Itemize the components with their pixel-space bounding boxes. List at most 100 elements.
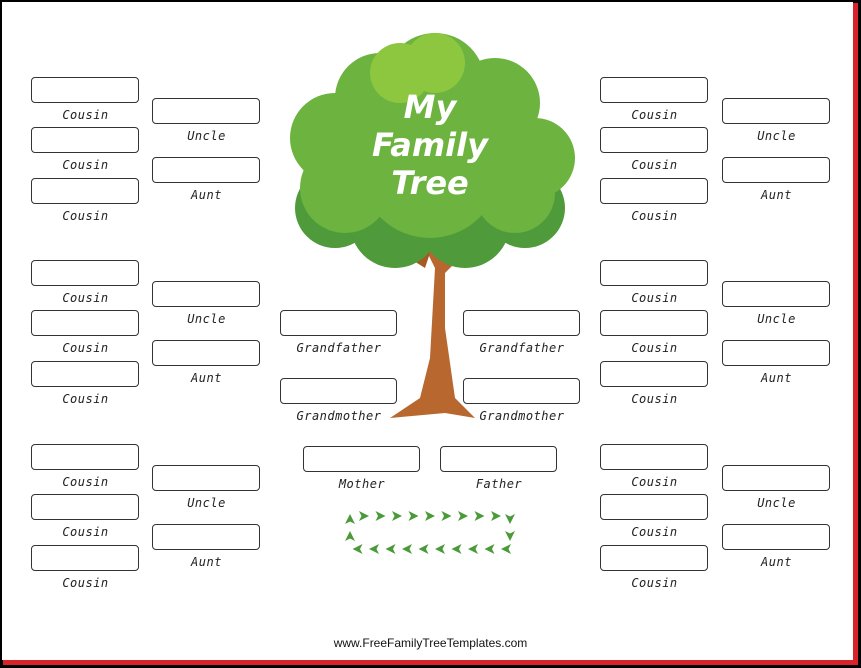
tree-illustration: My Family Tree [290, 33, 575, 418]
cousin-input[interactable] [31, 310, 139, 336]
cousin-input[interactable] [600, 127, 708, 153]
cousin-input[interactable] [31, 77, 139, 103]
cousin-label: Cousin [62, 158, 109, 172]
cousin-input[interactable] [600, 260, 708, 286]
left-grandfather-input[interactable] [280, 310, 397, 336]
cousin-label: Cousin [631, 108, 678, 122]
uncle-label: Uncle [187, 129, 226, 143]
cousin-input[interactable] [600, 444, 708, 470]
right-grandfather-input[interactable] [463, 310, 580, 336]
cousin-input[interactable] [600, 361, 708, 387]
arrow-l-icon [435, 544, 445, 554]
right-grandfather-label: Grandfather [479, 341, 565, 355]
uncle-input[interactable] [722, 98, 830, 124]
cousin-input[interactable] [600, 310, 708, 336]
aunt-label: Aunt [191, 188, 222, 202]
arrow-l-icon [451, 544, 462, 554]
uncle-label: Uncle [757, 496, 796, 510]
arrow-r-icon [441, 511, 452, 521]
mother-input[interactable] [303, 446, 420, 472]
tree-title-line3: Tree [391, 164, 469, 202]
aunt-input[interactable] [152, 157, 260, 183]
arrow-l-icon [501, 544, 511, 554]
left-grandfather-label: Grandfather [296, 341, 382, 355]
cousin-label: Cousin [62, 341, 109, 355]
cousin-label: Cousin [62, 475, 109, 489]
cousin-label: Cousin [62, 108, 109, 122]
cousin-label: Cousin [631, 158, 678, 172]
aunt-label: Aunt [191, 555, 222, 569]
tree-title-line1: My [404, 88, 458, 126]
cousin-label: Cousin [631, 475, 678, 489]
arrow-r-icon [359, 511, 369, 521]
cousin-input[interactable] [600, 494, 708, 520]
arrow-r-icon [375, 511, 386, 521]
arrow-r-icon [425, 511, 435, 521]
uncle-input[interactable] [722, 465, 830, 491]
aunt-input[interactable] [722, 340, 830, 366]
cousin-input[interactable] [31, 494, 139, 520]
cousin-input[interactable] [600, 545, 708, 571]
cousin-input[interactable] [600, 77, 708, 103]
arrow-d-icon [505, 514, 515, 524]
uncle-label: Uncle [757, 312, 796, 326]
aunt-label: Aunt [761, 371, 792, 385]
arrow-l-icon [402, 544, 412, 554]
cousin-label: Cousin [62, 525, 109, 539]
arrow-l-icon [385, 544, 396, 554]
arrow-r-icon [408, 511, 419, 521]
uncle-label: Uncle [187, 496, 226, 510]
cousin-input[interactable] [31, 178, 139, 204]
right-grandmother-input[interactable] [463, 378, 580, 404]
aunt-input[interactable] [152, 524, 260, 550]
cousin-input[interactable] [600, 178, 708, 204]
arrow-l-icon [352, 544, 363, 554]
cousin-label: Cousin [62, 576, 109, 590]
uncle-input[interactable] [152, 281, 260, 307]
arrow-l-icon [468, 544, 478, 554]
arrow-l-icon [418, 544, 429, 554]
cousin-input[interactable] [31, 545, 139, 571]
arrow-loop [345, 511, 515, 554]
aunt-label: Aunt [761, 555, 792, 569]
cousin-label: Cousin [62, 392, 109, 406]
arrow-d-icon [505, 531, 515, 541]
aunt-input[interactable] [152, 340, 260, 366]
cousin-input[interactable] [31, 444, 139, 470]
mother-label: Mother [338, 477, 386, 491]
arrow-r-icon [392, 511, 402, 521]
aunt-label: Aunt [761, 188, 792, 202]
arrow-r-icon [474, 511, 485, 521]
arrow-r-icon [491, 511, 501, 521]
right-grandmother-label: Grandmother [479, 409, 565, 423]
arrow-u-icon [345, 514, 355, 524]
cousin-label: Cousin [631, 525, 678, 539]
cousin-input[interactable] [31, 361, 139, 387]
left-grandmother-label: Grandmother [296, 409, 382, 423]
cousin-input[interactable] [31, 260, 139, 286]
cousin-label: Cousin [62, 209, 109, 223]
cousin-label: Cousin [62, 291, 109, 305]
cousin-label: Cousin [631, 291, 678, 305]
father-input[interactable] [440, 446, 557, 472]
father-label: Father [475, 477, 523, 491]
uncle-input[interactable] [152, 98, 260, 124]
cousin-label: Cousin [631, 209, 678, 223]
cousin-label: Cousin [631, 576, 678, 590]
aunt-input[interactable] [722, 157, 830, 183]
tree-title-line2: Family [372, 126, 489, 164]
aunt-label: Aunt [191, 371, 222, 385]
cousin-input[interactable] [31, 127, 139, 153]
arrow-u-icon [345, 531, 355, 541]
uncle-label: Uncle [757, 129, 796, 143]
arrow-l-icon [484, 544, 495, 554]
left-grandmother-input[interactable] [280, 378, 397, 404]
cousin-label: Cousin [631, 392, 678, 406]
aunt-input[interactable] [722, 524, 830, 550]
uncle-input[interactable] [722, 281, 830, 307]
arrow-l-icon [369, 544, 379, 554]
footer-url: www.FreeFamilyTreeTemplates.com [333, 636, 528, 650]
uncle-label: Uncle [187, 312, 226, 326]
uncle-input[interactable] [152, 465, 260, 491]
cousin-label: Cousin [631, 341, 678, 355]
